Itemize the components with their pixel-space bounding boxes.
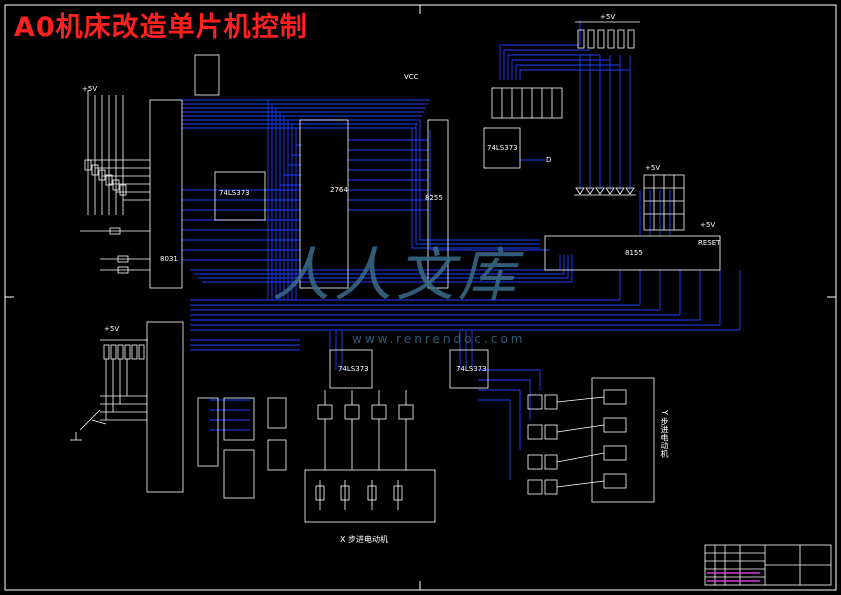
drawing-title: A0机床改造单片机控制 [14,12,308,43]
label-vcc-v: VCC [404,73,419,81]
components [70,21,832,586]
chip-8031 [149,99,183,289]
label-vcc-right: +5V [645,164,661,172]
input-switch-array [84,90,150,215]
x-driver-transistors [197,390,414,499]
label-8031: 8031 [160,255,178,263]
label-vcc-left2: +5V [104,325,120,333]
label-2764: 2764 [330,186,348,194]
label-y-latch: 74LS373 [456,365,487,373]
label-x-latch: 74LS373 [338,365,369,373]
label-8255: 8255 [425,194,443,202]
y-motor-windings [556,377,655,503]
diode-row [574,187,636,196]
label-8155: 8155 [625,249,643,257]
chip-lower-left [146,321,184,493]
chip-2764 [299,119,349,289]
label-top-latch: 74LS373 [487,144,518,152]
label-reset: RESET [698,239,721,247]
chip-y-latch [449,349,489,389]
label-74ls373: 74LS373 [219,189,250,197]
chip-74ls373 [214,171,266,221]
title-block-accents [707,572,760,582]
rotary-switch [79,409,107,431]
label-vcc-left: +5V [82,85,98,93]
y-driver-transistors [527,394,558,495]
chip-x-latch [329,349,373,389]
label-vcc-top: +5V [600,13,616,21]
chip-top-latch [483,127,521,169]
chip-8155 [544,235,721,271]
reset-crystal-circuit [80,227,150,274]
watermark-logo: 人人文库 [272,241,521,309]
bus-wires [182,20,741,480]
label-vcc-8155: +5V [700,221,716,229]
keypad-matrix [643,174,685,231]
chip-8255 [427,119,449,289]
label-gnd: D [546,156,552,164]
title-block [704,544,832,586]
watermark-url: www.renrendoc.com [352,332,526,346]
x-motor-windings [304,469,436,523]
label-x-motor: X 步进电动机 [340,535,389,544]
chip-top-left-latch [194,54,220,96]
label-y-motor: Y 步进电动机 [660,410,669,458]
resistor-array-top [575,21,640,49]
resistor-array-lower [100,339,148,421]
